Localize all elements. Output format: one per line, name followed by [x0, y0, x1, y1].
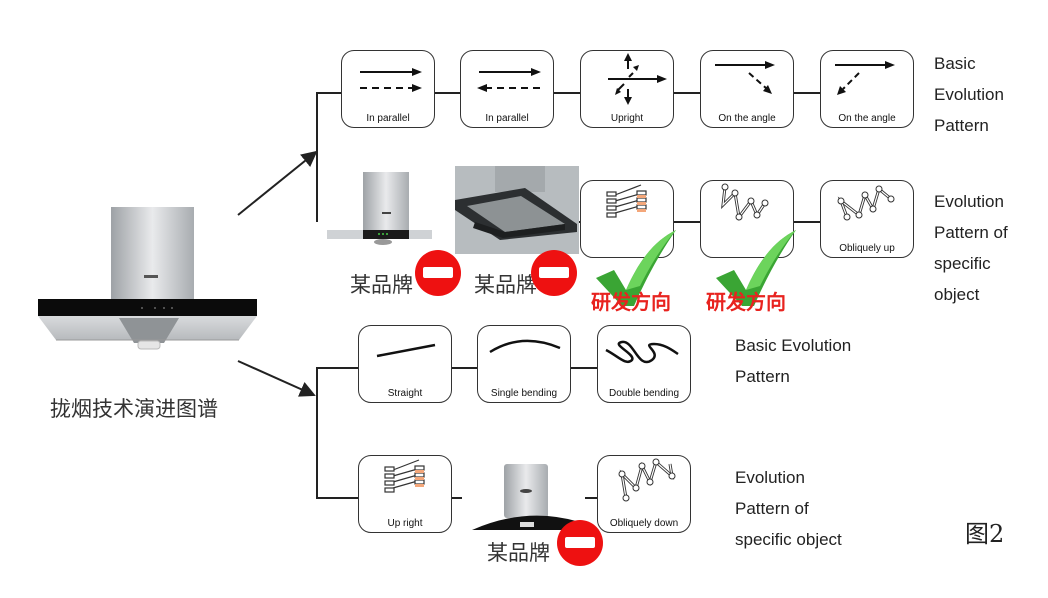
box-caption: Double bending [608, 388, 680, 399]
brand-label: 某品牌 [350, 273, 413, 297]
box-caption: Obliquely up [839, 243, 895, 254]
box-caption: Upright [610, 113, 644, 124]
box-caption: In parallel [485, 113, 529, 124]
double-bend-line-icon [605, 340, 679, 364]
pattern-box-obliquely-down: Obliquely down [597, 455, 691, 533]
staggered-bars-icon [606, 184, 647, 218]
green-check-icon [596, 230, 676, 306]
box-caption: On the angle [718, 113, 776, 124]
rd-direction-label: 研发方向 [706, 290, 786, 314]
rejected-stop-icon [531, 250, 577, 296]
competitor-hood-image-2 [455, 166, 579, 254]
straight-line-icon [376, 343, 436, 358]
brand-label: 某品牌 [487, 541, 550, 565]
box-caption: In parallel [366, 113, 410, 124]
zigzag-links-down-icon [618, 458, 676, 502]
zigzag-links-up-icon [837, 185, 895, 221]
arrow-down [237, 360, 316, 397]
side-label-specific-object-pattern-2: Evolution Pattern of specific object [735, 468, 842, 549]
angle-down-left-arrows-icon [835, 61, 895, 95]
staggered-bars-icon [384, 459, 425, 493]
pattern-box-double-bending: Double bending [597, 325, 691, 403]
side-label-basic-evolution-pattern-2: Basic Evolution Pattern [735, 336, 852, 386]
competitor-hood-image-3 [472, 464, 580, 530]
brand-label: 某品牌 [474, 273, 537, 297]
box-caption: Single bending [490, 388, 558, 399]
box-caption: Obliquely down [609, 518, 679, 529]
pattern-box-on-the-angle-1: On the angle [700, 50, 794, 128]
rejected-stop-icon [415, 250, 461, 296]
range-hood-main-image [38, 207, 257, 350]
rd-direction-label: 研发方向 [591, 290, 671, 314]
pattern-box-up-right: Up right [358, 455, 452, 533]
single-bend-line-icon [489, 339, 561, 354]
box-caption: Up right [387, 518, 423, 529]
pattern-box-upright: Upright [580, 50, 674, 128]
bracket-top [316, 92, 342, 222]
zigzag-links-icon [721, 183, 769, 221]
competitor-hood-image-1 [327, 172, 432, 245]
pattern-box-in-parallel-same: In parallel [341, 50, 435, 128]
upright-cross-arrows-icon [608, 53, 667, 105]
box-caption: On the angle [838, 113, 896, 124]
bracket-bottom [316, 367, 358, 499]
pattern-box-on-the-angle-2: On the angle [820, 50, 914, 128]
side-label-basic-evolution-pattern: Basic Evolution Pattern [934, 54, 1004, 135]
pattern-box-straight: Straight [358, 325, 452, 403]
side-label-specific-object-pattern: Evolution Pattern of specific object [934, 192, 1008, 304]
pattern-box-single-bending: Single bending [477, 325, 571, 403]
figure-label: 图2 [965, 520, 1005, 548]
pattern-box-in-parallel-opposite: In parallel [460, 50, 554, 128]
angle-down-right-arrows-icon [715, 61, 775, 94]
diagram-title: 拢烟技术演进图谱 [50, 397, 218, 421]
parallel-same-direction-arrows-icon [360, 68, 422, 92]
rejected-stop-icon [557, 520, 603, 566]
box-caption: Straight [387, 388, 423, 399]
arrow-up [237, 150, 318, 216]
green-check-icon [716, 230, 796, 306]
parallel-opposite-direction-arrows-icon [477, 68, 541, 92]
pattern-box-obliquely-up: Obliquely up [820, 180, 914, 258]
